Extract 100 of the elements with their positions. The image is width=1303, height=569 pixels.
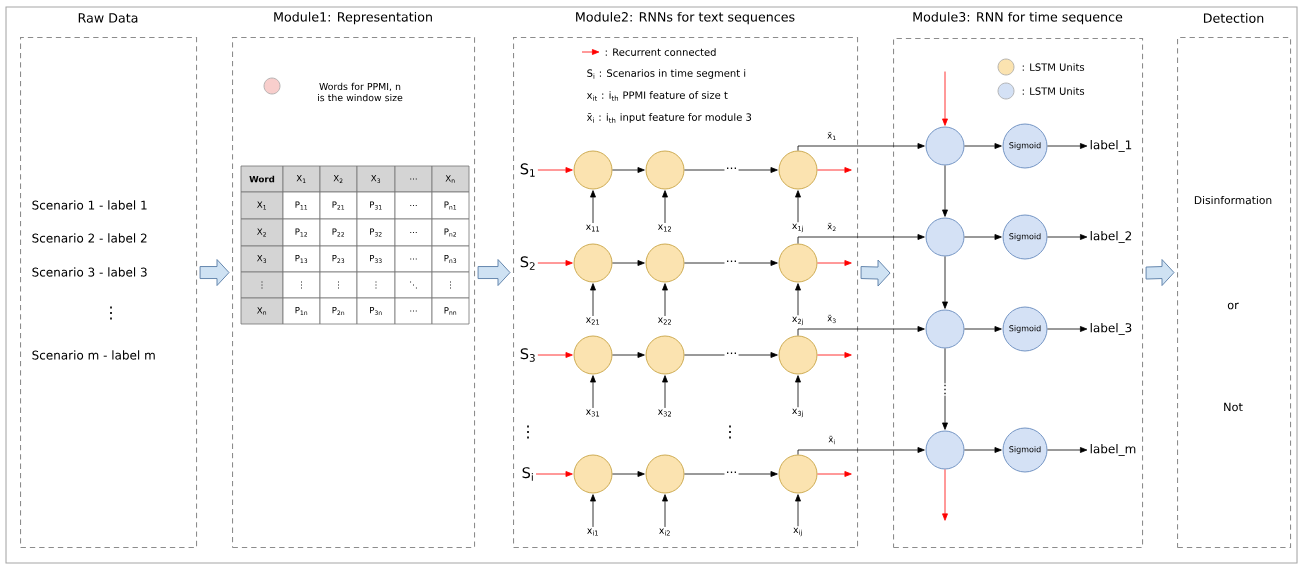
panel-title: Module2: RNNs for text sequences (576, 11, 795, 25)
arrow (590, 375, 596, 409)
arrow (535, 471, 573, 477)
arrow (612, 167, 645, 173)
input-label: x$_{32}$ (657, 409, 671, 417)
arrow (795, 190, 801, 223)
input-label: x$_{i2}$ (659, 528, 670, 536)
table-cell: P$_{2n}$ (319, 297, 358, 325)
input-label: x$_{2j}$ (792, 316, 803, 326)
lstm-unit (778, 150, 818, 190)
table-cell: P$_{23}$ (319, 245, 358, 273)
table-cell: P$_{33}$ (356, 245, 396, 273)
arrow (964, 234, 1002, 240)
table-cell: Word (240, 165, 284, 193)
arrow (1047, 447, 1088, 453)
output-label: label_2 (1090, 231, 1132, 243)
arrow (684, 471, 778, 477)
arrow (537, 260, 573, 266)
table-cell: X$_{3}$ (356, 165, 396, 193)
arrow (817, 471, 852, 477)
input-label: x$_{3j}$ (792, 408, 803, 418)
edge-label: ··· (724, 351, 739, 359)
legend-text: : LSTM Units (1022, 63, 1085, 71)
lstm-unit (778, 335, 818, 375)
table-cell: ⋮ (431, 271, 470, 299)
sequence-label: S$_{1}$ (520, 163, 535, 177)
sigmoid-unit: Sigmoid (1002, 427, 1048, 473)
sequence-label: S$_{i}$ (522, 467, 533, 481)
input-label: x$_{11}$ (585, 224, 600, 232)
arrow (662, 494, 668, 528)
arrow (795, 494, 801, 527)
arrow (795, 375, 801, 408)
sequence-label: S$_{2}$ (520, 256, 535, 270)
lstm-unit (925, 217, 965, 257)
edge-label: ··· (724, 470, 739, 478)
legend-text: : Recurrent connected (605, 48, 716, 56)
legend-text: Words for PPMI, n is the window size (318, 82, 403, 102)
panel-title: Module1: Representation (274, 11, 432, 25)
output-label: label_3 (1090, 323, 1132, 335)
table-cell: P$_{n2}$ (431, 218, 470, 247)
input-label: x$_{1j}$ (792, 223, 803, 233)
table-cell: P$_{13}$ (282, 245, 321, 273)
input-label: x$_{i1}$ (587, 528, 598, 536)
legend-text: x̄$_{i}$ : i$_{th}$ input feature for module 3 (586, 113, 752, 123)
arrow (964, 143, 1002, 149)
arrow (1047, 143, 1088, 149)
table-cell: P$_{1n}$ (282, 297, 321, 325)
table-cell: ... (394, 165, 433, 193)
table-cell: X$_{n}$ (431, 165, 470, 193)
arrow (537, 167, 573, 173)
panel-title: Raw Data (78, 13, 138, 23)
arrow (590, 283, 596, 317)
arrow (942, 469, 948, 521)
arrow (942, 165, 948, 217)
lstm-unit (778, 454, 818, 494)
edge-label: x̄$_{1}$ (826, 131, 838, 141)
arrow (797, 447, 925, 455)
lstm-unit (573, 335, 613, 375)
arrow (662, 190, 668, 224)
arrow (537, 352, 573, 358)
lstm-unit (645, 150, 685, 190)
panel-text: Scenario 1 - label 1 (32, 200, 147, 210)
table-cell: X$_{2}$ (240, 218, 284, 247)
panel-text: Scenario 2 - label 2 (32, 233, 147, 243)
arrow (684, 167, 778, 173)
arrow (1047, 234, 1088, 240)
panel-text: Scenario m - label m (32, 350, 155, 360)
table-cell: X$_{1}$ (240, 191, 284, 220)
output-label: label_1 (1090, 140, 1132, 152)
vertical-dots: ⋮ (527, 425, 529, 439)
arrow (797, 143, 925, 151)
panel-text: Not (1224, 402, 1243, 412)
table-cell: ⋮ (240, 271, 284, 299)
table-cell: ⋱ (394, 271, 433, 299)
arrow (662, 375, 668, 409)
panel-text: Disinformation (1194, 195, 1272, 205)
lstm-unit (573, 454, 613, 494)
arrow (684, 352, 778, 358)
lstm-unit (573, 243, 613, 283)
arrow (942, 256, 948, 309)
table-cell: P$_{31}$ (356, 191, 396, 220)
edge-label: x̄$_{i}$ (827, 435, 837, 445)
arrow (797, 234, 925, 244)
input-label: x$_{31}$ (585, 409, 600, 417)
lstm-unit (645, 335, 685, 375)
lstm-unit (645, 243, 685, 283)
arrow (795, 283, 801, 316)
arrow (662, 283, 668, 317)
input-label: x$_{12}$ (657, 224, 671, 232)
table-cell: P$_{n3}$ (431, 245, 470, 273)
input-label: x$_{21}$ (585, 317, 600, 325)
table-cell: P$_{n1}$ (431, 191, 470, 220)
arrow (817, 352, 852, 358)
arrow (817, 260, 852, 266)
arrow (817, 167, 852, 173)
block-arrow (199, 259, 230, 286)
arrow (612, 471, 645, 477)
sequence-label: S$_{3}$ (520, 348, 535, 362)
arrow (612, 260, 645, 266)
panel-title: Detection (1204, 13, 1264, 23)
